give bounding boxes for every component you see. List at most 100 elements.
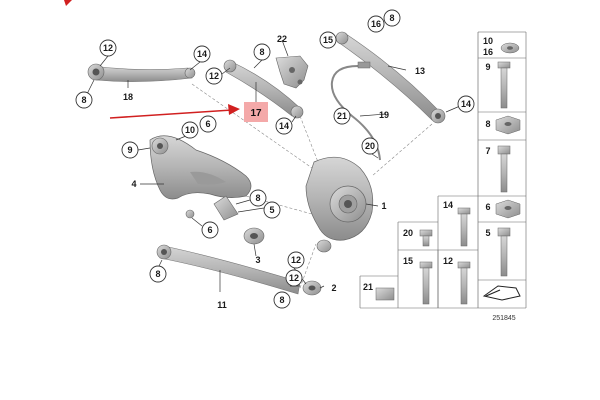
bolt-14-head <box>457 207 471 215</box>
bolt-5-shaft <box>500 235 508 277</box>
callout-circle-c14c <box>457 95 475 113</box>
part-11-control-arm <box>156 244 301 295</box>
callout-circle-c5 <box>263 201 281 219</box>
panel-label-15: 15 <box>403 256 413 266</box>
symbol-icon <box>482 285 521 301</box>
hardware-panel <box>359 31 527 309</box>
bolt-12-head <box>457 261 471 269</box>
callout-circle-c12d <box>285 269 303 287</box>
callout-c8a: 8 <box>81 95 86 105</box>
part-4-trailing-arm <box>149 135 252 221</box>
callout-c8b: 8 <box>259 47 264 57</box>
corner-mark <box>64 0 72 6</box>
panel-label-8: 8 <box>485 119 490 129</box>
callout-c8e: 8 <box>279 295 284 305</box>
part-22-bracket <box>275 55 309 89</box>
callout-c14b: 14 <box>279 121 289 131</box>
callout-circle-c21 <box>333 107 351 125</box>
label-19: 19 <box>379 110 389 120</box>
callout-circle-c8e <box>273 291 291 309</box>
callout-circle-c8c <box>383 9 401 27</box>
lower-joint <box>316 239 332 253</box>
part-13-control-arm <box>335 31 446 124</box>
label-2: 2 <box>331 283 336 293</box>
bolt-5-head <box>497 227 511 237</box>
bolt-15-shaft <box>422 267 430 305</box>
callout-c14c: 14 <box>461 99 471 109</box>
callout-circle-c8b <box>253 43 271 61</box>
panel-label-10: 10 <box>483 36 493 46</box>
callout-circle-c12b <box>205 67 223 85</box>
callout-c10: 10 <box>185 125 195 135</box>
bolt-15-head <box>419 261 433 269</box>
panel-label-7: 7 <box>485 146 490 156</box>
part-1-wheel-carrier <box>305 156 374 241</box>
callout-circle-c14a <box>193 45 211 63</box>
part-18-control-arm <box>87 63 196 82</box>
callout-c12a: 12 <box>103 43 113 53</box>
callout-c12c: 12 <box>291 255 301 265</box>
callout-circle-c15 <box>319 31 337 49</box>
bolt-9-head <box>497 61 511 69</box>
callout-c8f: 8 <box>155 269 160 279</box>
bolt-7-head <box>497 145 511 155</box>
part-3-bushing <box>243 227 265 245</box>
callout-c8d: 8 <box>255 193 260 203</box>
callout-circle-c8d <box>249 189 267 207</box>
callout-c6a: 6 <box>205 119 210 129</box>
bolt-14-shaft <box>460 213 468 247</box>
panel-label-5: 5 <box>485 228 490 238</box>
callout-c8c: 8 <box>389 13 394 23</box>
callout-circle-c12a <box>99 39 117 57</box>
label-4: 4 <box>131 179 136 189</box>
diagram-code: 251845 <box>492 315 515 322</box>
bolt-9-shaft <box>500 67 508 109</box>
panel-label-20: 20 <box>403 228 413 238</box>
bolt-12-shaft <box>460 267 468 305</box>
callout-circle-c10 <box>181 121 199 139</box>
callout-circle-c8a <box>75 91 93 109</box>
callout-c12b: 12 <box>209 71 219 81</box>
label-1: 1 <box>381 201 386 211</box>
callout-c14a: 14 <box>197 49 207 59</box>
panel-label-16: 16 <box>483 47 493 57</box>
callout-circle-c14b <box>275 117 293 135</box>
sensor-plug <box>357 61 371 69</box>
highlight-label: 17 <box>250 108 262 119</box>
panel-label-21: 21 <box>363 282 373 292</box>
callout-circle-c16 <box>367 15 385 33</box>
callout-c15: 15 <box>323 35 333 45</box>
label-11: 11 <box>217 300 227 310</box>
callout-c9: 9 <box>127 145 132 155</box>
label-22: 22 <box>277 34 287 44</box>
panel-label-14: 14 <box>443 200 453 210</box>
callout-c21: 21 <box>337 111 347 121</box>
callout-circle-c8f <box>149 265 167 283</box>
clip-21 <box>375 287 395 301</box>
callout-c6b: 6 <box>207 225 212 235</box>
callout-circle-c20 <box>361 137 379 155</box>
callout-circle-c12c <box>287 251 305 269</box>
hardware-items <box>375 42 521 305</box>
part-19-sensor-cable <box>330 65 381 161</box>
callout-c16: 16 <box>371 19 381 29</box>
callout-circle-c6a <box>199 115 217 133</box>
callout-circle-c6b <box>201 221 219 239</box>
label-3: 3 <box>255 255 260 265</box>
panel-label-12: 12 <box>443 256 453 266</box>
part-17-control-arm <box>223 59 304 119</box>
label-13: 13 <box>415 66 425 76</box>
callout-c12d: 12 <box>289 273 299 283</box>
part-2-bushing <box>302 280 322 296</box>
pointer-arrow <box>109 104 240 119</box>
callout-c20: 20 <box>365 141 375 151</box>
panel-label-9: 9 <box>485 62 490 72</box>
callout-circle-c9 <box>121 141 139 159</box>
callout-c5: 5 <box>269 205 274 215</box>
panel-label-6: 6 <box>485 202 490 212</box>
highlight-box <box>244 102 268 122</box>
bolt-7-shaft <box>500 153 508 193</box>
bolt-20-head <box>419 229 433 237</box>
